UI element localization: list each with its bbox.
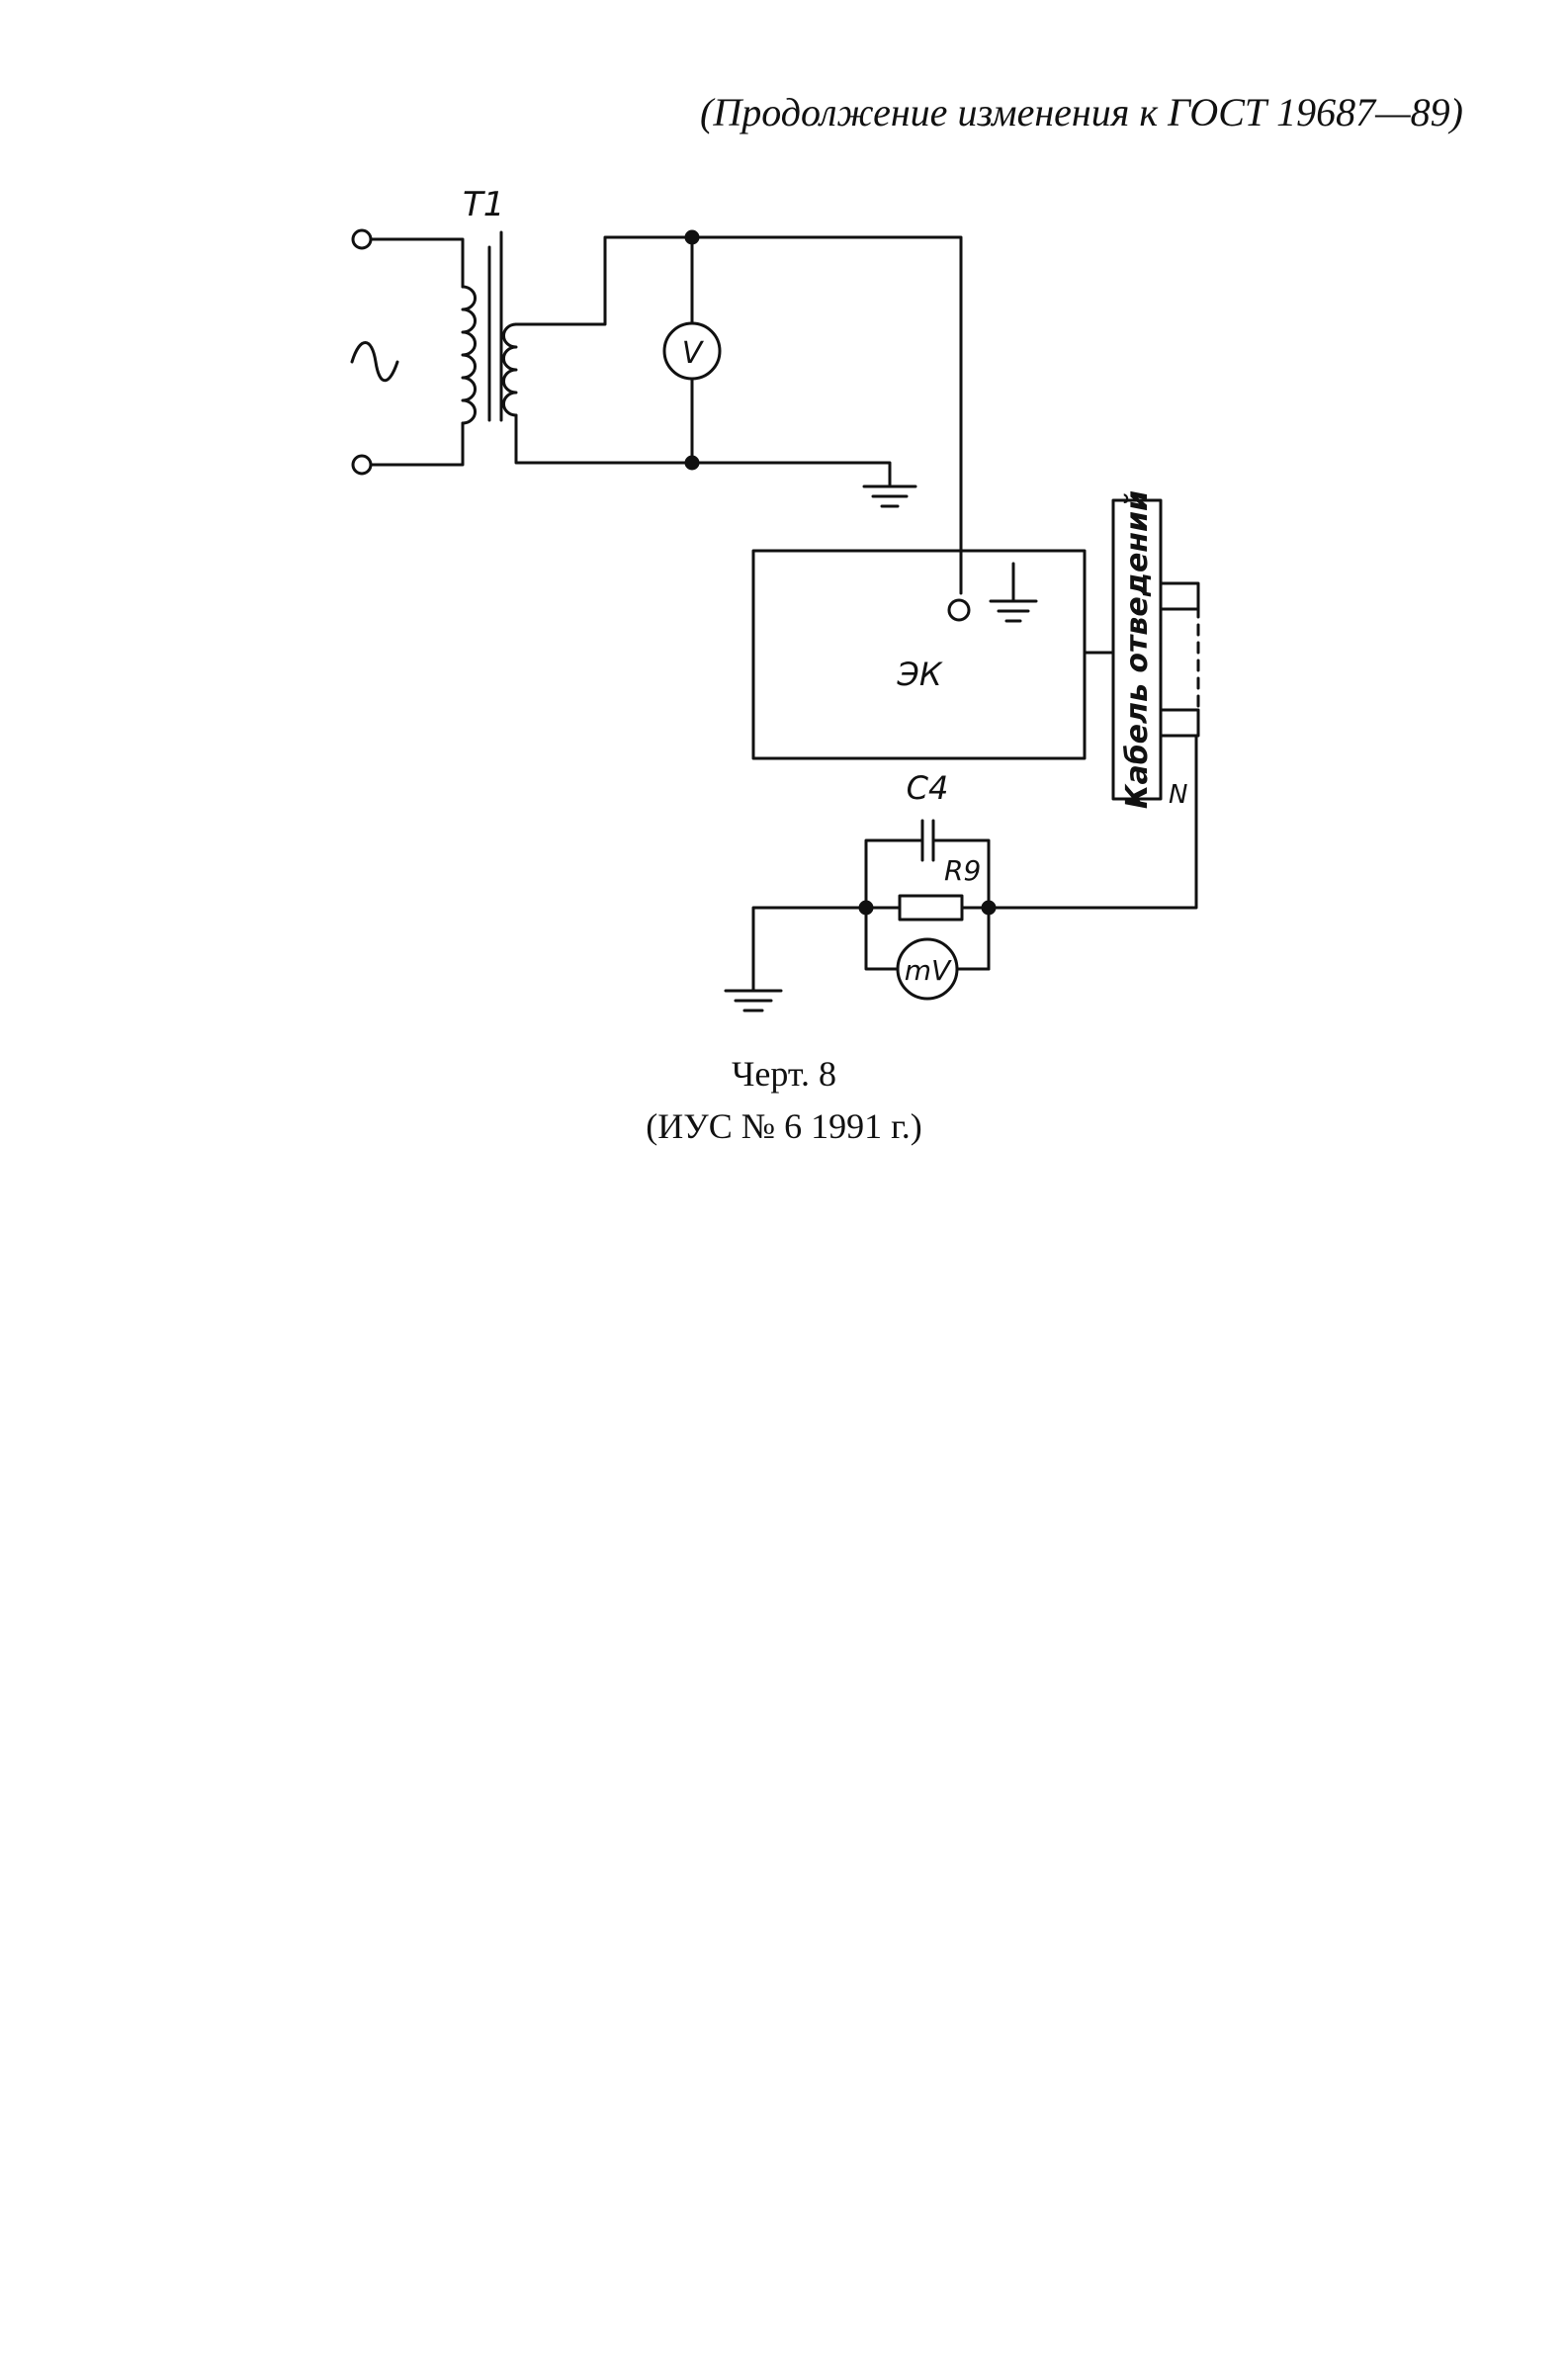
figure-source-note: (ИУС № 6 1991 г.) (646, 1106, 922, 1146)
lead-cable-connector-2 (1159, 607, 1200, 712)
resistor-symbol (898, 894, 964, 922)
label-resistor-r9: R9 (944, 854, 981, 887)
ground-symbol-bottom (724, 989, 783, 1012)
primary-lead-top (369, 237, 465, 289)
junction-dot-top (684, 229, 700, 245)
header-continuation-note: (Продолжение изменения к ГОСТ 19687—89) (700, 90, 1463, 134)
primary-winding (461, 285, 478, 425)
label-device-ek: ЭК (896, 656, 942, 693)
secondary-lead-bottom (514, 413, 892, 486)
n-terminal-wire (987, 734, 1198, 910)
ac-source-symbol (350, 341, 399, 383)
junction-dot-bottom (684, 455, 700, 471)
lead-cable-connector-3 (1159, 708, 1200, 738)
lead-cable-connector-1 (1159, 581, 1200, 611)
label-millivoltmeter: mV (905, 954, 952, 987)
millivoltmeter-lead-left (864, 906, 900, 971)
device-ek-input-terminal (947, 598, 971, 622)
label-voltmeter: V (682, 336, 705, 371)
label-transformer-t1: T1 (463, 185, 504, 224)
capacitor-branch-right (931, 838, 991, 971)
label-lead-cable: Кабель отведений (1120, 490, 1155, 809)
label-capacitor-c4: C4 (907, 769, 949, 807)
input-terminal-top (351, 228, 373, 250)
figure-caption: Черт. 8 (732, 1054, 836, 1094)
secondary-winding (501, 322, 518, 417)
label-n-terminal: N (1169, 780, 1187, 810)
primary-lead-bottom (369, 421, 465, 467)
ground-symbol-top (862, 484, 917, 508)
capacitor-branch-left (864, 838, 924, 910)
secondary-lead-top (514, 235, 963, 595)
input-terminal-bottom (351, 454, 373, 476)
junction-dot-network-right (981, 900, 997, 916)
device-ek-box (751, 549, 1087, 760)
network-ground-wire (751, 906, 868, 993)
device-ek-ground-symbol (989, 562, 1038, 623)
